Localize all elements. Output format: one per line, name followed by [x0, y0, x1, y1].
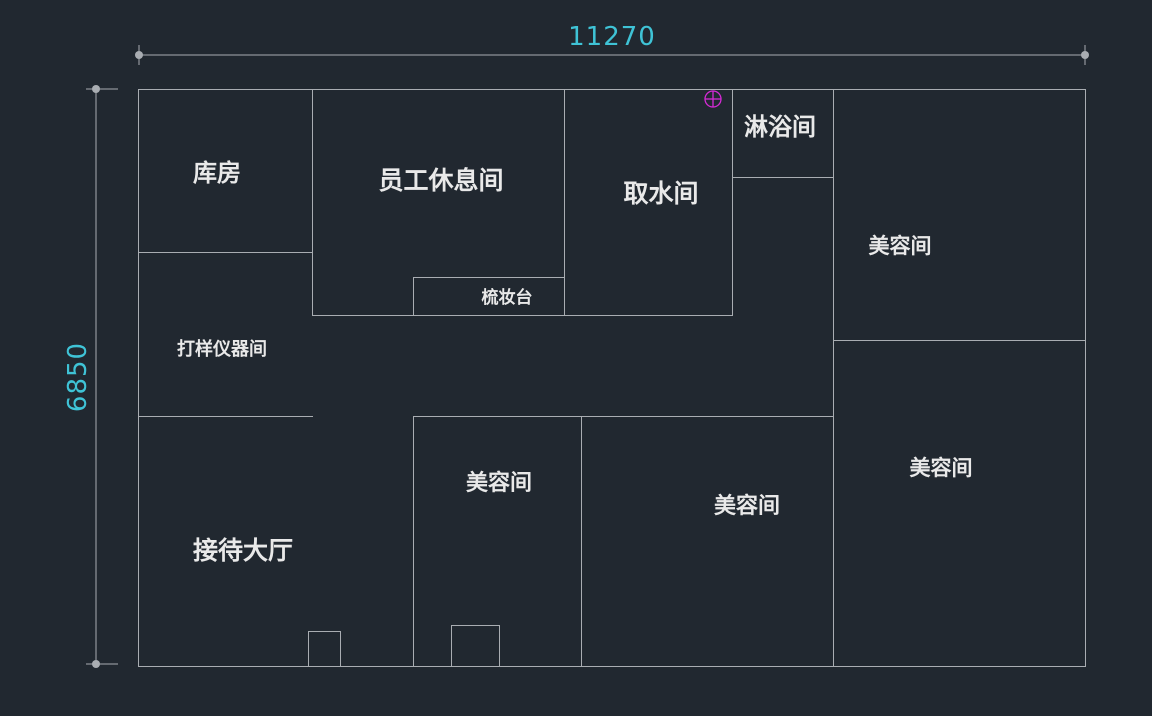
room-label-beauty-center-right: 美容间 — [714, 493, 780, 519]
room-label-beauty-lower-right: 美容间 — [910, 455, 973, 480]
width-dimension-label: 11270 — [568, 22, 656, 52]
height-dimension-label: 6850 — [63, 342, 93, 412]
width-dimension: 11270 — [135, 22, 1089, 65]
room-label-reception-hall: 接待大厅 — [193, 536, 293, 565]
outer-wall — [138, 89, 1086, 667]
height-dimension: 6850 — [63, 85, 118, 668]
room-labels: 库房 员工休息间 取水间 淋浴间 美容间 梳妆台 打样仪器间 接待大厅 美容间 … — [177, 112, 973, 565]
room-label-beauty-center: 美容间 — [466, 470, 532, 496]
room-label-sampling-instrument: 打样仪器间 — [177, 338, 267, 360]
room-label-shower-room: 淋浴间 — [744, 112, 816, 141]
width-dimension-right-dot — [1081, 51, 1089, 59]
fixture-beauty-center — [451, 625, 500, 667]
room-label-beauty-upper-right: 美容间 — [869, 233, 932, 258]
crosshair-circle-icon — [704, 90, 722, 108]
room-label-water-room: 取水间 — [623, 179, 698, 208]
height-dimension-bottom-dot — [92, 660, 100, 668]
room-label-storage: 库房 — [193, 158, 241, 187]
width-dimension-left-dot — [135, 51, 143, 59]
height-dimension-top-dot — [92, 85, 100, 93]
room-label-dressing-table: 梳妆台 — [482, 287, 533, 308]
fixture-reception — [308, 631, 341, 667]
room-label-staff-lounge: 员工休息间 — [378, 166, 503, 195]
walls — [138, 89, 1086, 667]
